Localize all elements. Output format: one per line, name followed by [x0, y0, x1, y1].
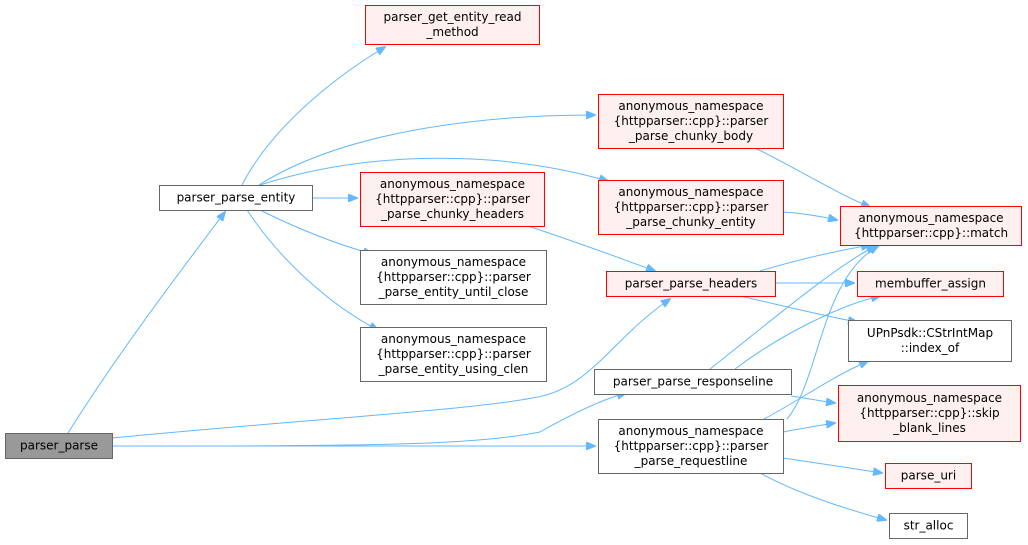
node-label-skip_blank_lines-1: {httpparser::cpp}::skip [859, 406, 999, 420]
node-label-chunky_headers-2: _parse_chunky_headers [380, 207, 524, 221]
node-chunky_entity[interactable]: anonymous_namespace{httpparser::cpp}::pa… [598, 180, 784, 235]
node-label-match-1: {httpparser::cpp}::match [854, 226, 1008, 240]
node-label-requestline-0: anonymous_namespace [618, 424, 763, 438]
edge-parser_parse-to-parser_parse_entity [67, 212, 225, 434]
node-match[interactable]: anonymous_namespace{httpparser::cpp}::ma… [840, 206, 1022, 246]
node-box-skip_blank_lines [838, 385, 1021, 442]
node-label-chunky_entity-1: {httpparser::cpp}::parser [614, 200, 769, 214]
node-responseline[interactable]: parser_parse_responseline [594, 369, 792, 395]
node-label-index_of-0: UPnPsdk::CStrIntMap [867, 326, 993, 340]
node-label-parse_headers-0: parser_parse_headers [625, 277, 758, 291]
edge-responseline-to-membuffer_assign [734, 296, 880, 370]
node-label-str_alloc-0: str_alloc [904, 519, 954, 533]
node-skip_blank_lines[interactable]: anonymous_namespace{httpparser::cpp}::sk… [838, 385, 1021, 442]
node-label-using_clen-1: {httpparser::cpp}::parser [376, 347, 531, 361]
edge-chunky_headers-to-parse_headers [527, 225, 655, 271]
node-until_close[interactable]: anonymous_namespace{httpparser::cpp}::pa… [360, 250, 547, 305]
edge-parser_parse_entity-to-chunky_body [258, 115, 595, 186]
node-membuffer_assign[interactable]: membuffer_assign [857, 271, 1004, 297]
node-box-index_of [848, 320, 1012, 362]
edge-requestline-to-index_of [763, 361, 868, 420]
edge-requestline-to-str_alloc [759, 472, 886, 520]
node-chunky_body[interactable]: anonymous_namespace{httpparser::cpp}::pa… [598, 94, 784, 149]
edges-layer [67, 47, 886, 520]
node-label-chunky_headers-0: anonymous_namespace [380, 177, 525, 191]
edge-parse_headers-to-match [759, 245, 870, 272]
edge-parser_parse_entity-to-until_close [259, 209, 372, 254]
node-box-until_close [360, 250, 547, 305]
node-label-chunky_headers-1: {httpparser::cpp}::parser [375, 192, 530, 206]
edge-requestline-to-parse_uri [782, 457, 882, 473]
node-using_clen[interactable]: anonymous_namespace{httpparser::cpp}::pa… [360, 327, 547, 382]
node-label-chunky_entity-0: anonymous_namespace [618, 185, 763, 199]
node-label-chunky_entity-2: _parse_chunky_entity [625, 215, 755, 229]
node-label-parser_parse-0: parser_parse [20, 439, 98, 453]
node-parser_parse_entity[interactable]: parser_parse_entity [159, 185, 313, 211]
nodes-layer: parser_parse parser_parse_entity parser_ge… [5, 5, 1022, 539]
node-label-index_of-1: ::index_of [901, 341, 960, 355]
node-chunky_headers[interactable]: anonymous_namespace{httpparser::cpp}::pa… [360, 172, 545, 227]
node-label-skip_blank_lines-0: anonymous_namespace [857, 391, 1002, 405]
edge-chunky_entity-to-match [782, 211, 837, 220]
node-label-requestline-2: _parse_requestline [634, 454, 748, 468]
edge-parser_parse-to-parse_headers [111, 299, 670, 439]
edge-parser_parse_entity-to-chunky_entity [259, 157, 608, 186]
node-label-until_close-0: anonymous_namespace [381, 255, 526, 269]
node-label-get_entity_read_method-0: parser_get_entity_read [383, 10, 521, 24]
node-label-membuffer_assign-0: membuffer_assign [875, 277, 986, 291]
node-box-parser_parse [5, 433, 113, 459]
edge-parse_headers-to-index_of [739, 295, 857, 322]
node-label-using_clen-2: _parse_entity_using_clen [378, 362, 529, 376]
node-box-chunky_headers [360, 172, 545, 227]
node-box-membuffer_assign [857, 271, 1004, 297]
node-box-chunky_body [598, 94, 784, 149]
node-box-get_entity_read_method [365, 5, 540, 45]
node-label-chunky_body-2: _parse_chunky_body [628, 129, 753, 143]
node-label-responseline-0: parser_parse_responseline [613, 375, 773, 389]
node-label-chunky_body-1: {httpparser::cpp}::parser [614, 114, 769, 128]
edge-parser_parse_entity-to-using_clen [246, 209, 378, 330]
edge-chunky_body-to-match [754, 147, 870, 207]
node-box-parser_parse_entity [159, 185, 313, 211]
node-requestline[interactable]: anonymous_namespace{httpparser::cpp}::pa… [598, 419, 784, 474]
node-label-requestline-1: {httpparser::cpp}::parser [614, 439, 769, 453]
node-index_of[interactable]: UPnPsdk::CStrIntMap::index_of [848, 320, 1012, 362]
node-box-match [840, 206, 1022, 246]
node-label-match-0: anonymous_namespace [858, 211, 1003, 225]
node-box-requestline [598, 419, 784, 474]
node-label-until_close-1: {httpparser::cpp}::parser [376, 270, 531, 284]
node-label-using_clen-0: anonymous_namespace [381, 332, 526, 346]
edge-responseline-to-skip_blank_lines [790, 395, 835, 403]
edge-parser_parse-to-responseline [111, 393, 626, 447]
node-str_alloc[interactable]: str_alloc [889, 513, 968, 539]
edge-parser_parse_entity-to-get_entity_read_method [241, 47, 385, 186]
node-label-skip_blank_lines-2: _blank_lines [892, 421, 966, 435]
node-parse_uri[interactable]: parse_uri [885, 463, 972, 489]
node-parse_headers[interactable]: parser_parse_headers [606, 271, 776, 297]
edge-requestline-to-match [786, 246, 878, 420]
node-box-str_alloc [889, 513, 968, 539]
edge-responseline-to-match [709, 246, 875, 370]
node-box-using_clen [360, 327, 547, 382]
node-box-chunky_entity [598, 180, 784, 235]
node-get_entity_read_method[interactable]: parser_get_entity_read_method [365, 5, 540, 45]
node-box-responseline [594, 369, 792, 395]
node-label-get_entity_read_method-1: _method [425, 25, 478, 39]
node-parser_parse: parser_parse [5, 433, 113, 459]
node-label-parse_uri-0: parse_uri [901, 469, 956, 483]
node-label-until_close-2: _parse_entity_until_close [378, 285, 529, 299]
node-box-parse_uri [885, 463, 972, 489]
edge-requestline-to-skip_blank_lines [782, 423, 835, 433]
node-label-parser_parse_entity-0: parser_parse_entity [177, 191, 296, 205]
node-box-parse_headers [606, 271, 776, 297]
node-label-chunky_body-0: anonymous_namespace [618, 99, 763, 113]
